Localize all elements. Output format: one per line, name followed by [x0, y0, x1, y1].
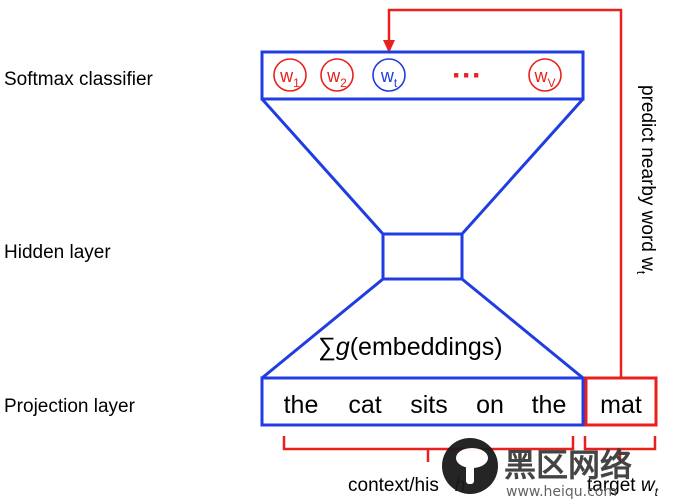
- predict-nearby-label: predict nearby word wt: [634, 85, 658, 275]
- hidden-label: Hidden layer: [4, 242, 111, 263]
- upper-funnel-left: [260, 97, 385, 236]
- target-box: [584, 376, 658, 427]
- softmax-node-w2: w2: [320, 58, 354, 92]
- node-circle: [320, 58, 354, 92]
- node-circle: [528, 58, 562, 92]
- softmax-node-w1: w1: [273, 58, 307, 92]
- node-circle: [372, 58, 406, 92]
- node-label: w2: [326, 66, 347, 90]
- prediction-arrow-head: [383, 40, 395, 53]
- node-label: wt: [380, 66, 398, 90]
- sum-embeddings-label: ∑g(embeddings): [318, 333, 503, 361]
- target-word: mat: [600, 391, 642, 419]
- hidden-box: [381, 232, 464, 281]
- softmax-box: [260, 50, 585, 101]
- lower-funnel-left: [261, 277, 384, 380]
- watermark: 黑区网络 www.heiqu.com: [442, 438, 632, 500]
- context-word: sits: [410, 391, 448, 419]
- projection-label: Projection layer: [4, 396, 136, 417]
- node-circle: [273, 58, 307, 92]
- context-word: the: [284, 391, 319, 419]
- context-word: on: [476, 391, 504, 419]
- target-caption: target wt: [587, 475, 659, 499]
- watermark-url: www.heiqu.com: [506, 484, 617, 500]
- upper-funnel-right: [460, 97, 585, 236]
- node-label: w1: [279, 66, 300, 90]
- ellipsis: ···: [452, 59, 482, 92]
- node-label: wV: [533, 66, 555, 90]
- prediction-arrow-line: [387, 8, 623, 378]
- context-word: cat: [348, 391, 381, 419]
- context-word: the: [532, 391, 567, 419]
- softmax-label: Softmax classifier: [4, 69, 154, 90]
- watermark-text: 黑区网络: [504, 446, 632, 484]
- projection-box: [260, 376, 585, 427]
- watermark-logo-icon: [442, 438, 498, 494]
- softmax-node-wt: wt: [372, 58, 406, 92]
- lower-funnel-right: [461, 277, 584, 380]
- softmax-node-wv: wV: [528, 58, 562, 92]
